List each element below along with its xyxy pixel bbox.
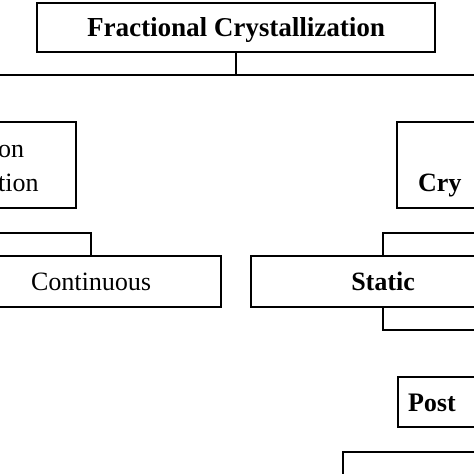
post-box [397, 376, 474, 428]
static-box [250, 255, 474, 308]
post-label: Post [408, 388, 456, 417]
post-connector [342, 451, 474, 474]
root-label: Fractional Crystallization [87, 12, 385, 42]
left-branch-label-line2: tion [0, 168, 38, 197]
right-branch-node: Cry [396, 121, 474, 209]
root-connectors [0, 52, 474, 76]
continuous-box [0, 255, 222, 308]
right-branch-connector-bottom [382, 307, 474, 331]
static-node: Static [250, 255, 474, 308]
root-node: Fractional Crystallization [36, 2, 436, 53]
root-box [36, 2, 436, 53]
right-branch-connector-top [382, 232, 474, 256]
post-node: Post [397, 376, 474, 428]
left-branch-label-line1: on [0, 134, 24, 163]
right-branch-label: Cry [418, 168, 461, 197]
static-label: Static [351, 267, 415, 296]
right-branch-box [396, 121, 474, 209]
left-branch-connector [0, 232, 92, 256]
continuous-label: Continuous [31, 267, 151, 296]
continuous-node: Continuous [0, 255, 222, 308]
left-branch-box [0, 121, 77, 209]
left-branch-node: on tion [0, 121, 77, 209]
